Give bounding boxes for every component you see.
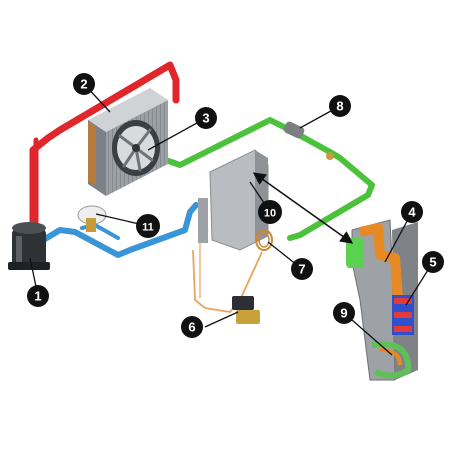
marker-label: 1 [34, 289, 41, 304]
marker-circle [27, 285, 49, 307]
marker-auger: 9 [333, 302, 355, 324]
suction-line [32, 202, 199, 258]
marker-circle [258, 200, 282, 224]
capillary-tube [192, 240, 263, 313]
marker-label: 4 [408, 205, 416, 220]
marker-label: 3 [202, 111, 209, 126]
marker-label: 6 [188, 320, 195, 335]
marker-circle [136, 214, 160, 238]
marker-evaporator-coil: 5 [422, 251, 444, 273]
marker-label: 8 [336, 99, 343, 114]
marker-thermostat-bulb: 7 [291, 258, 313, 280]
marker-label: 7 [298, 262, 305, 277]
marker-label: 5 [429, 255, 436, 270]
solenoid-valve [232, 296, 260, 324]
discharge-line [29, 61, 180, 229]
marker-circle [181, 316, 203, 338]
marker-solenoid-valve: 6 [181, 316, 203, 338]
compressor [8, 222, 50, 270]
reference-arrow [252, 172, 354, 244]
evaporator-assembly [346, 219, 418, 381]
marker-evaporator-housing: 10 [258, 200, 282, 224]
marker-expansion-valve: 11 [136, 214, 160, 238]
marker-compressor: 1 [27, 285, 49, 307]
marker-circle [291, 258, 313, 280]
marker-circle [195, 107, 217, 129]
thermostat-bulb [255, 229, 273, 251]
marker-label: 11 [142, 222, 154, 234]
marker-circle [422, 251, 444, 273]
expansion-valve [77, 205, 107, 232]
marker-label: 2 [80, 77, 87, 92]
marker-filter-drier: 8 [329, 95, 351, 117]
marker-circle [73, 73, 95, 95]
condenser-fan [112, 120, 160, 176]
marker-condenser-fan: 3 [195, 107, 217, 129]
marker-label: 9 [340, 306, 347, 321]
marker-evaporator-channel: 4 [401, 201, 423, 223]
marker-label: 10 [264, 208, 276, 220]
filter-drier [283, 121, 334, 160]
marker-circle [333, 302, 355, 324]
marker-condenser: 2 [73, 73, 95, 95]
marker-circle [401, 201, 423, 223]
marker-circle [329, 95, 351, 117]
